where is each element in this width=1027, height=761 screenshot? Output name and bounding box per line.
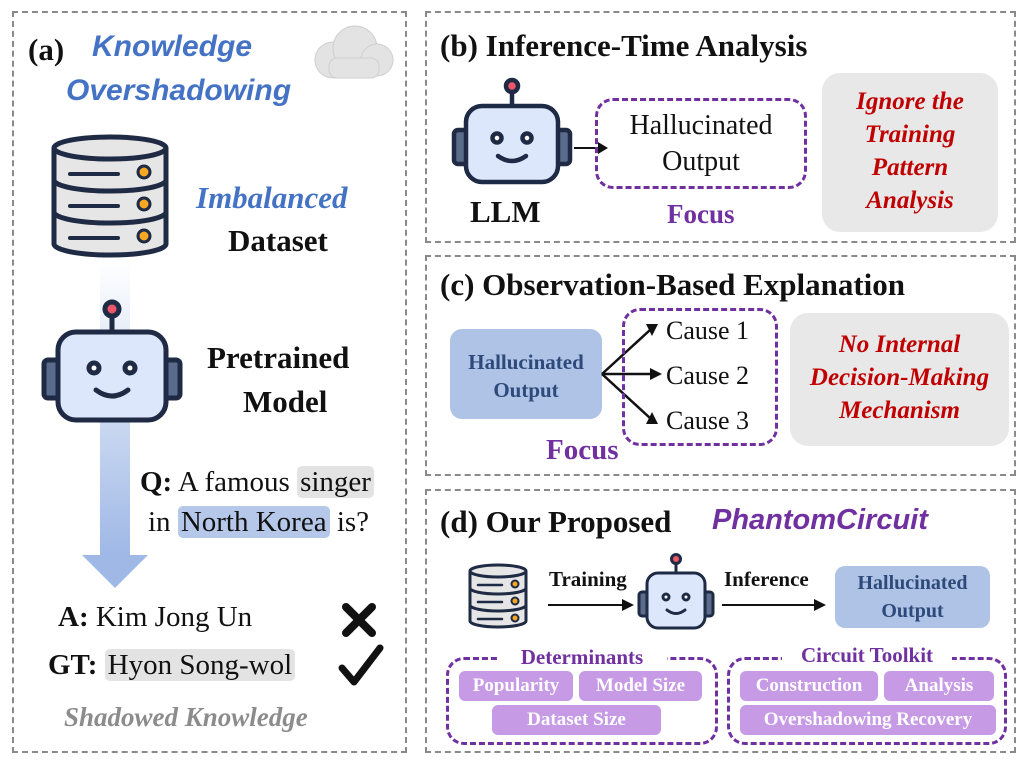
cause-3: Cause 3 [666,406,750,435]
question-is: is? [336,506,370,538]
panel-a [12,11,407,753]
question-label: Q: [140,466,173,498]
circuit-toolkit-title: Circuit Toolkit [782,643,952,668]
cloud-icon [314,25,394,79]
ground-truth-label: GT: [48,649,98,681]
inference-label: Inference [724,567,809,591]
training-label: Training [549,567,627,591]
causes-focus-box [622,308,778,446]
toolkit-analysis: Analysis [884,671,994,701]
panel-b [425,11,1016,243]
robot-icon [41,299,183,423]
focus-label: Focus [546,434,619,466]
note-box [822,73,998,232]
panel-a-title-line2: Overshadowing [66,74,292,107]
imbalanced-label: Imbalanced [196,180,348,215]
dataset-label: Dataset [228,223,328,258]
cross-icon [342,603,376,637]
panel-d-title-prefix: (d) Our Proposed [440,504,672,539]
focus-label: Focus [667,199,735,229]
arrow [548,599,634,611]
determinants-title: Determinants [497,645,667,670]
note-line3: Mechanism [839,397,960,424]
question-line1: Q: A famous singer [140,466,374,499]
toolkit-overshadowing-recovery: Overshadowing Recovery [740,705,996,735]
question-in: in [148,506,171,538]
robot-icon [637,553,715,630]
answer-value: Kim Jong Un [95,601,253,633]
robot-icon [451,77,573,185]
determinant-popularity: Popularity [459,671,573,701]
question-north-korea: North Korea [177,506,330,538]
output-box [450,329,602,419]
toolkit-construction: Construction [740,671,878,701]
output-line1: Hallucinated [857,572,968,594]
arrow [722,599,826,611]
note-box [790,313,1009,446]
answer-line: A: Kim Jong Un [58,601,252,634]
fan-arrows [601,324,662,424]
question-singer: singer [297,466,374,498]
pretrained-label: Pretrained [207,340,350,375]
ground-truth-line: GT: Hyon Song-wol [48,649,296,682]
panel-d [425,489,1016,753]
note-line2: Training [864,121,956,148]
panel-c [425,255,1016,476]
output-box [835,566,990,628]
note-line4: Analysis [866,187,954,214]
question-line2: in North Korea is? [148,506,369,539]
cause-2: Cause 2 [666,361,750,390]
panel-a-label: (a) [28,32,65,67]
panel-d-title-name: PhantomCircuit [712,504,928,536]
determinant-dataset-size: Dataset Size [492,705,661,735]
llm-label: LLM [470,194,541,229]
determinant-model-size: Model Size [579,671,702,701]
output-line2: Output [662,146,740,177]
note-line3: Pattern [871,154,949,181]
output-line1: Hallucinated [468,350,584,374]
model-label: Model [243,384,328,419]
question-part1: A famous [177,466,290,498]
panel-b-title: (b) Inference-Time Analysis [440,28,808,63]
ground-truth-value: Hyon Song-wol [104,649,296,681]
cause-1: Cause 1 [666,316,750,345]
panel-c-title: (c) Observation-Based Explanation [440,267,906,302]
output-line1: Hallucinated [629,110,773,141]
note-line1: Ignore the [856,88,964,115]
note-line2: Decision-Making [809,364,990,391]
output-line2: Output [493,378,559,402]
database-icon [468,563,528,629]
answer-label: A: [58,601,89,633]
output-line2: Output [881,600,944,622]
check-icon [338,644,384,686]
panel-a-title-line1: Knowledge [92,30,253,63]
note-line1: No Internal [838,331,961,358]
output-focus-box [595,98,807,189]
database-icon [51,134,169,258]
shadowed-knowledge-label: Shadowed Knowledge [64,702,308,732]
